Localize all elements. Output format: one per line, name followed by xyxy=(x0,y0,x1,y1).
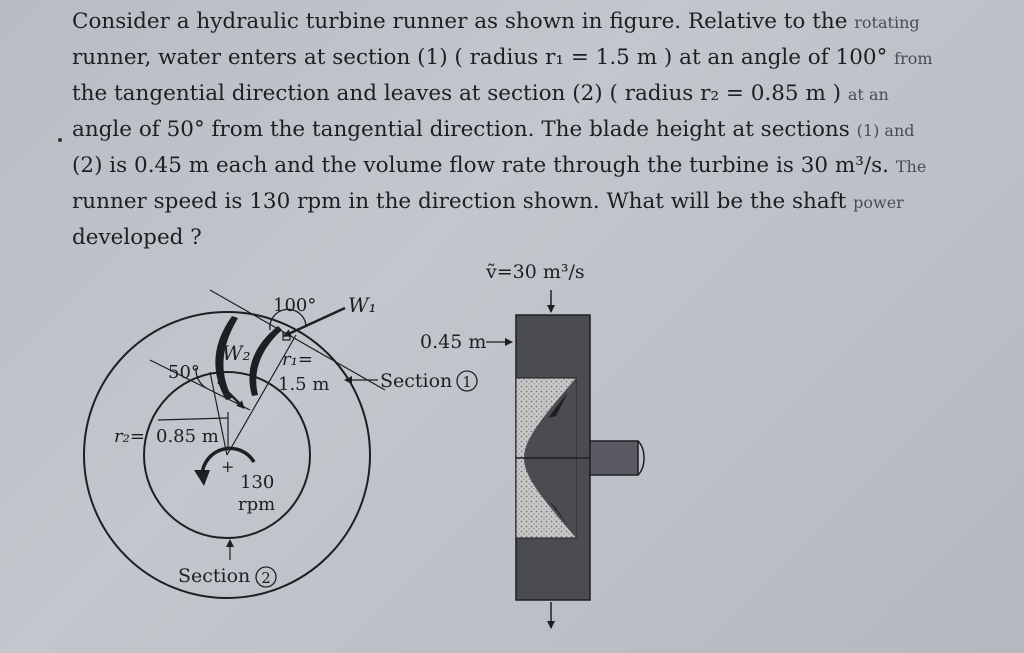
problem-line-3: the tangential direction and leaves at s… xyxy=(72,81,889,106)
label-section-2-num: 2 xyxy=(261,569,271,587)
shaft xyxy=(589,440,639,476)
tangent-line-outlet xyxy=(149,359,251,411)
section-1-num-circle xyxy=(456,370,478,392)
label-blade-height: 0.45 m xyxy=(420,331,486,353)
angle-arc-50 xyxy=(195,367,207,389)
blade-1 xyxy=(215,316,238,400)
label-angle-50: 50° xyxy=(168,362,200,383)
side-blade-upper xyxy=(548,392,568,418)
label-w1: W₁ xyxy=(348,293,377,317)
problem-line-5: (2) is 0.45 m each and the volume flow r… xyxy=(72,153,927,178)
margin-dot xyxy=(58,138,62,142)
w2-arrow xyxy=(217,381,245,409)
problem-line-6: runner speed is 130 rpm in the direction… xyxy=(72,189,904,214)
rotation-arrow xyxy=(200,446,256,476)
label-section-2: Section xyxy=(178,565,250,587)
label-speed-value: 130 xyxy=(240,472,274,493)
angle-arc-100 xyxy=(269,308,307,331)
inner-circle-section-2 xyxy=(143,371,311,539)
runner-side-view: ṽ=30 m³/s 0.45 m xyxy=(420,261,645,629)
r2-dimension-line xyxy=(157,417,229,421)
problem-line-7: developed ? xyxy=(72,225,202,250)
runner-plan-view: + 100° W₁ W₂ 50° r₁= 1.5 m r₂= 0.85 m 13… xyxy=(83,289,478,599)
problem-line-1: Consider a hydraulic turbine runner as s… xyxy=(72,9,920,34)
problem-statement: Consider a hydraulic turbine runner as s… xyxy=(72,4,1022,255)
label-section-1: Section xyxy=(380,370,452,392)
side-blade-lower xyxy=(548,500,568,526)
inlet-point-marker xyxy=(282,332,291,341)
label-r1-value: 1.5 m xyxy=(278,374,329,395)
section-2-num-circle xyxy=(255,566,277,588)
rotation-arrowhead xyxy=(194,470,210,486)
label-r2: r₂= xyxy=(114,426,145,447)
center-cross-icon: + xyxy=(221,457,234,476)
problem-line-2: runner, water enters at section (1) ( ra… xyxy=(72,45,933,70)
label-r1: r₁= xyxy=(282,349,313,370)
outer-circle-section-1 xyxy=(83,311,371,599)
tangent-line-inlet xyxy=(209,289,386,391)
label-flow-rate: ṽ=30 m³/s xyxy=(485,261,585,283)
label-section-1-num: 1 xyxy=(462,373,472,391)
problem-line-4: angle of 50° from the tangential directi… xyxy=(72,117,915,142)
radius-line-r1 xyxy=(226,334,297,456)
w1-arrow xyxy=(283,306,346,338)
label-speed-unit: rpm xyxy=(238,494,275,515)
radius-line-r2 xyxy=(209,371,228,456)
shaft-end xyxy=(637,440,645,476)
label-angle-100: 100° xyxy=(273,295,316,316)
blade-2 xyxy=(249,326,282,396)
label-w2: W₂ xyxy=(222,341,251,365)
label-r2-value: 0.85 m xyxy=(156,426,219,447)
